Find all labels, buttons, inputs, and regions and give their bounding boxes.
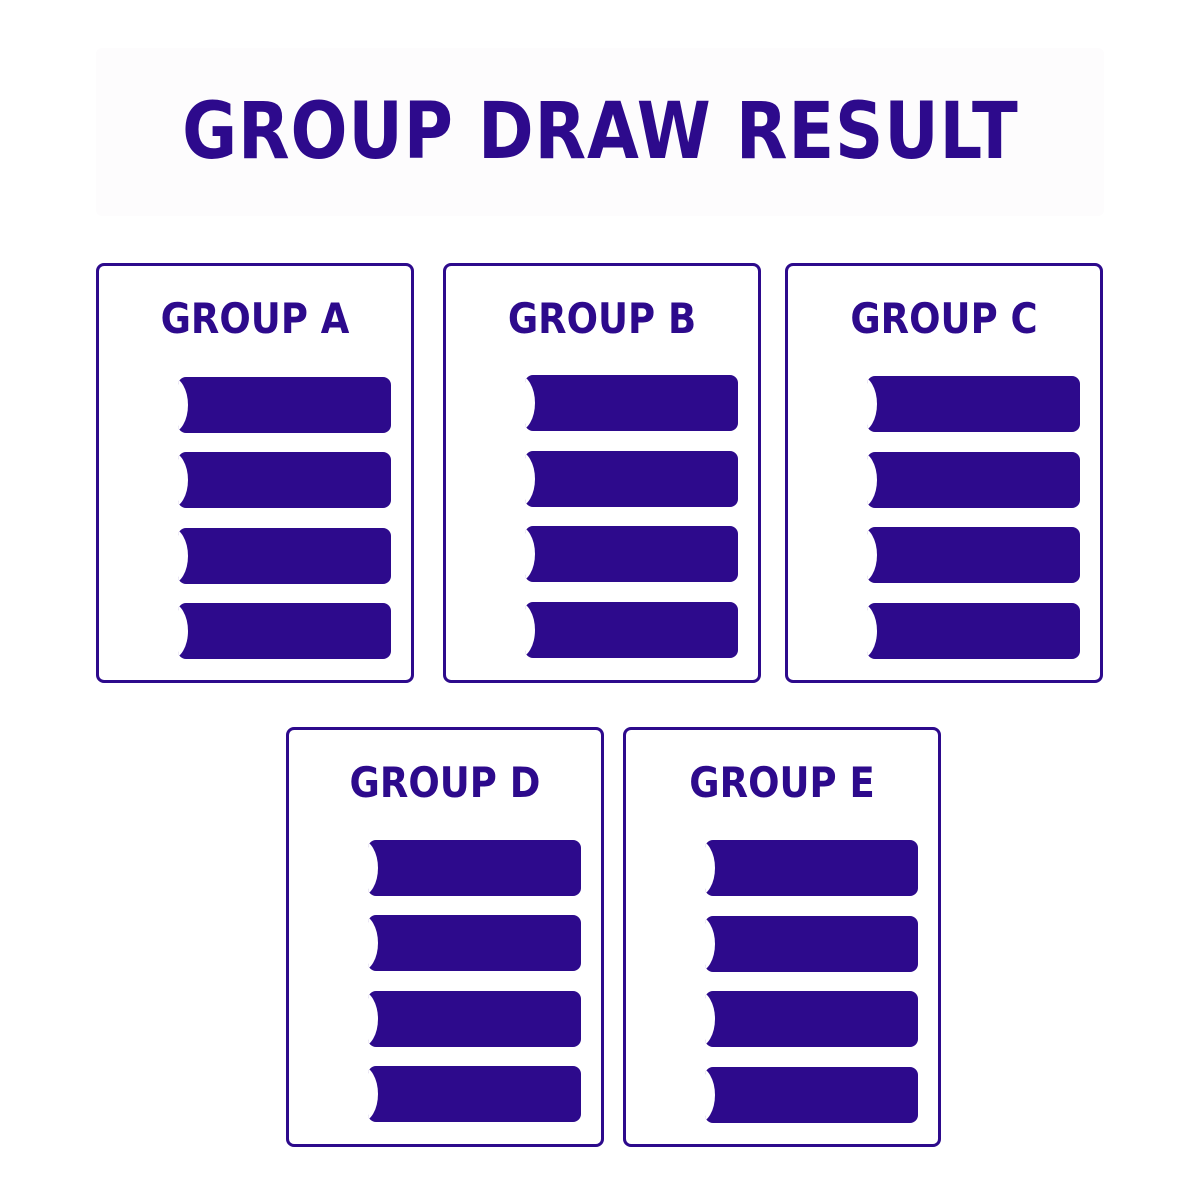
group-slot: [525, 451, 738, 507]
group-name: GROUP A: [160, 294, 350, 343]
group-card-d: GROUP D: [286, 727, 604, 1147]
group-slot: [867, 452, 1080, 508]
group-name: GROUP D: [349, 758, 541, 807]
group-slot: [368, 840, 581, 896]
group-slot: [368, 915, 581, 971]
group-slot: [178, 377, 391, 433]
group-slot: [178, 452, 391, 508]
group-slot: [705, 991, 918, 1047]
group-slot: [368, 991, 581, 1047]
group-slot: [867, 603, 1080, 659]
group-slot: [705, 1067, 918, 1123]
group-slot: [178, 603, 391, 659]
group-name: GROUP E: [689, 758, 875, 807]
group-slot: [525, 602, 738, 658]
group-card-e: GROUP E: [623, 727, 941, 1147]
group-card-b: GROUP B: [443, 263, 761, 683]
group-name: GROUP C: [850, 294, 1038, 343]
group-slot: [525, 375, 738, 431]
group-slot: [705, 840, 918, 896]
group-slot: [867, 376, 1080, 432]
group-slot: [525, 526, 738, 582]
title-banner: GROUP DRAW RESULT: [96, 48, 1104, 216]
group-slot: [705, 916, 918, 972]
group-card-a: GROUP A: [96, 263, 414, 683]
group-card-c: GROUP C: [785, 263, 1103, 683]
group-name: GROUP B: [507, 294, 697, 343]
group-slot: [178, 528, 391, 584]
page-title: GROUP DRAW RESULT: [181, 87, 1019, 177]
group-slot: [368, 1066, 581, 1122]
group-slot: [867, 527, 1080, 583]
